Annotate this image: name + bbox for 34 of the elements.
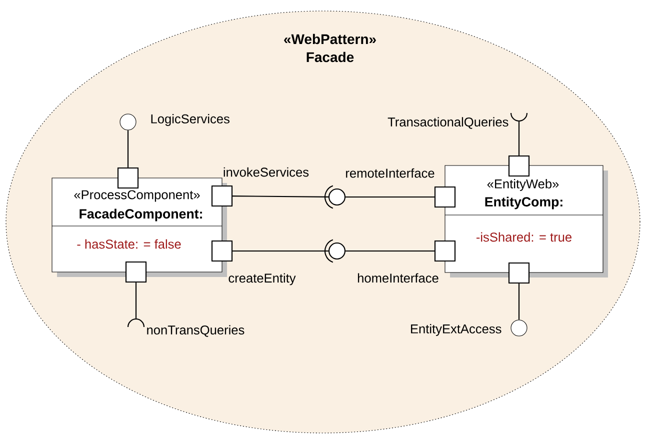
connector <box>135 282 137 319</box>
port <box>117 167 139 189</box>
connector <box>346 196 434 198</box>
connector <box>232 196 328 198</box>
assembly-connector <box>324 239 346 263</box>
title: Facade <box>306 52 354 62</box>
port-label: remoteInterface <box>346 168 434 178</box>
connector <box>518 284 520 320</box>
port <box>125 261 147 283</box>
port <box>434 186 456 208</box>
connector <box>346 250 434 252</box>
connector <box>518 121 520 156</box>
port-label: createEntity <box>228 273 296 286</box>
port <box>434 240 456 262</box>
required-interface <box>510 112 528 122</box>
component-box: «EntityWeb» EntityComp: -isShared: = true <box>444 165 608 278</box>
interface-label: LogicServices <box>151 114 230 126</box>
port <box>508 155 530 177</box>
interface-label: nonTransQueries <box>147 325 244 337</box>
title: «WebPattern» <box>284 34 376 44</box>
port-label: invokeServices <box>224 167 309 177</box>
component-box: «ProcessComponent» FacadeComponent: - hasState: = false <box>52 178 227 277</box>
port-label: homeInterface <box>358 273 438 283</box>
interface-label: EntityExtAccess <box>411 324 502 336</box>
interface-label: TransactionalQueries <box>388 117 508 129</box>
port <box>508 262 530 284</box>
port <box>211 185 233 207</box>
assembly-connector <box>324 185 346 209</box>
provided-interface <box>120 114 136 130</box>
connector <box>232 250 328 252</box>
required-interface <box>127 318 145 328</box>
port <box>211 240 233 262</box>
connector <box>127 130 129 168</box>
provided-interface <box>510 320 528 336</box>
